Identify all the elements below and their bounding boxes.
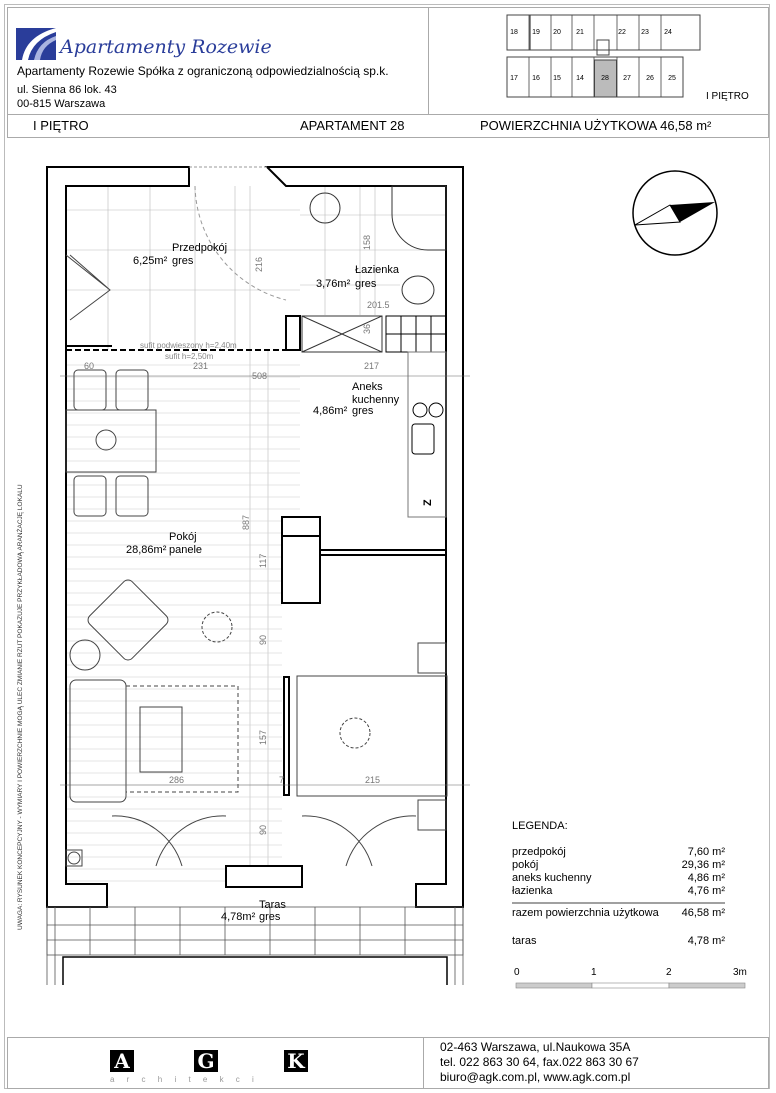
legend-title: LEGENDA:: [512, 820, 568, 832]
agk-subtitle: a r c h i t e k c i: [110, 1075, 259, 1084]
room-floor-taras: gres: [259, 911, 281, 923]
legend-terrace-label: taras: [512, 935, 537, 947]
room-floor-pokoj: panele: [169, 544, 202, 556]
dimension-label: 90: [258, 635, 268, 645]
furniture: [65, 185, 448, 867]
agk-letter: A: [110, 1050, 134, 1072]
room-area-przedpokoj: 6,25m²: [133, 255, 168, 267]
room-area-lazienka: 3,76m²: [316, 278, 351, 290]
legend-value: 4,86 m²: [688, 872, 726, 884]
room-name-taras: Taras: [259, 899, 286, 911]
room-area-taras: 4,78m²: [221, 911, 256, 923]
terrace: [46, 906, 464, 985]
legend-value: 29,36 m²: [682, 859, 726, 871]
logo-swoosh-icon: [16, 28, 56, 60]
agk-letter: K: [284, 1050, 308, 1072]
dimension-label: 36: [362, 324, 372, 334]
room-name-pokoj: Pokój: [169, 531, 197, 543]
room-floor-lazienka: gres: [355, 278, 377, 290]
dimension-label: 90: [258, 825, 268, 835]
address-line-2: 00-815 Warszawa: [17, 98, 106, 110]
room-name-przedpokoj: Przedpokój: [172, 242, 227, 254]
room-name-aneks-2: kuchenny: [352, 394, 400, 406]
legend-label: łazienka: [512, 885, 553, 897]
dimension-label: 215: [365, 775, 380, 785]
footer-contact: biuro@agk.com.pl, www.agk.com.pl: [440, 1070, 631, 1084]
legend-value: 7,60 m²: [688, 846, 726, 858]
dimension-label: 231: [193, 361, 208, 371]
title-row: [7, 114, 769, 138]
company-name: Apartamenty Rozewie Spółka z ograniczoną…: [17, 64, 389, 78]
kitchen-counter: [385, 315, 447, 518]
dimension-label: 117: [258, 554, 268, 568]
usable-area-title: POWIERZCHNIA UŻYTKOWA 46,58 m²: [480, 118, 712, 133]
agk-logo: A G K a r c h i t e k c i: [110, 1050, 310, 1086]
brand-logo: Apartamenty Rozewie: [16, 26, 286, 62]
north-arrow-icon: [632, 170, 718, 256]
bathroom-fixtures: [301, 185, 447, 353]
walls: [46, 166, 464, 908]
dimension-label: 201.5: [367, 300, 390, 310]
legend-value: 4,76 m²: [688, 885, 726, 897]
apartment-title: APARTAMENT 28: [300, 118, 405, 133]
logo-text: Apartamenty Rozewie: [60, 36, 272, 58]
header-divider: [428, 7, 429, 115]
agk-letter: G: [194, 1050, 218, 1072]
footer-address: 02-463 Warszawa, ul.Naukowa 35A: [440, 1040, 631, 1054]
floor-planks: [66, 364, 300, 882]
fridge-mark: Z: [422, 499, 434, 506]
dimension-label: 216: [254, 257, 264, 272]
legend-total-value: 46,58 m²: [682, 907, 726, 919]
scale-label: 2: [666, 967, 672, 978]
legend-label: przedpokój: [512, 846, 566, 858]
floor-grid: [66, 186, 446, 884]
floor-title: I PIĘTRO: [33, 118, 89, 133]
dimension-label: 217: [364, 361, 379, 371]
dimension-label: 157: [258, 730, 268, 745]
legend-terrace-value: 4,78 m²: [688, 935, 726, 947]
legend-label: pokój: [512, 859, 538, 871]
footer-phone: tel. 022 863 30 64, fax.022 863 30 67: [440, 1055, 639, 1069]
ceiling-note: sufit podwieszony h=2,40m: [140, 341, 237, 350]
legend-label: aneks kuchenny: [512, 872, 592, 884]
scale-bar: 0 1 2 3m: [514, 967, 747, 989]
room-floor-aneks: gres: [352, 405, 374, 417]
ceiling-note: sufit h=2,50m: [165, 352, 214, 361]
address-line-1: ul. Sienna 86 lok. 43: [17, 84, 117, 96]
dimension-label: 7: [279, 775, 284, 785]
room-area-pokoj: 28,86m²: [126, 544, 167, 556]
legend-total-label: razem powierzchnia użytkowa: [512, 907, 660, 919]
dimension-label: 286: [169, 775, 184, 785]
room-name-aneks-1: Aneks: [352, 381, 383, 393]
room-area-aneks: 4,86m²: [313, 405, 348, 417]
footer-divider: [423, 1037, 424, 1089]
room-name-lazienka: Łazienka: [355, 264, 400, 276]
room-floor-przedpokoj: gres: [172, 255, 194, 267]
dimension-label: 60: [84, 361, 94, 371]
footer-box: [7, 1037, 769, 1089]
scale-label: 3m: [733, 967, 747, 978]
scale-label: 1: [591, 967, 597, 978]
dimension-label: 158: [362, 235, 372, 250]
scale-label: 0: [514, 967, 520, 978]
dimension-label: 887: [241, 515, 251, 530]
